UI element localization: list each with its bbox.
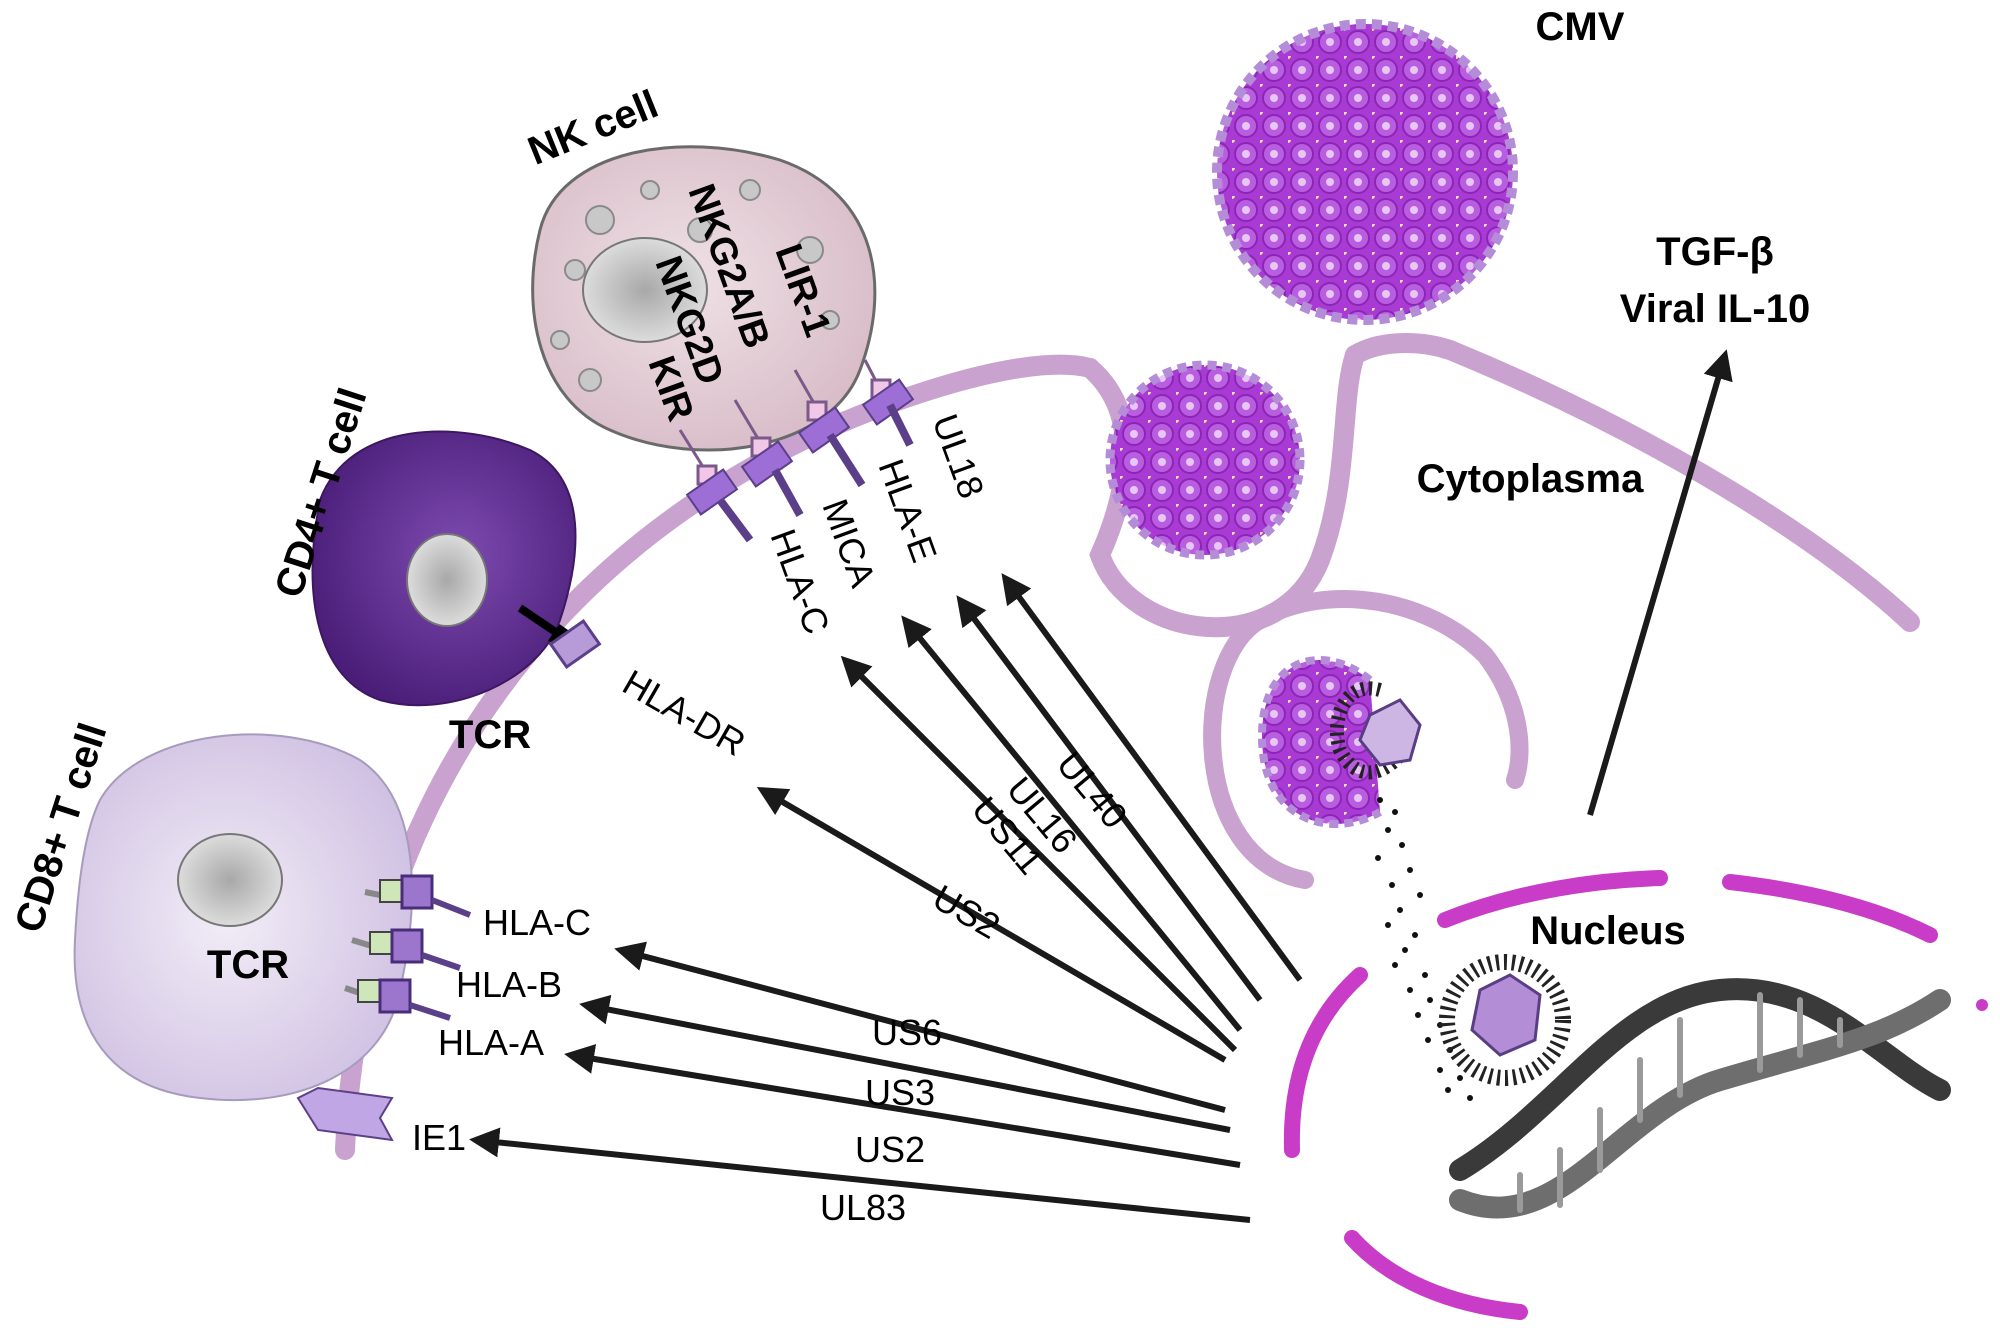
cmv-virion-budding xyxy=(1105,360,1305,560)
ie1-label: IE1 xyxy=(412,1117,466,1158)
cmv-virion-free xyxy=(1212,19,1518,325)
cytoplasm-label: Cytoplasma xyxy=(1417,457,1644,501)
tgf-beta-label: TGF-β xyxy=(1656,230,1774,274)
us2-dr-label: US2 xyxy=(926,876,1007,947)
ie1-marker xyxy=(296,1086,394,1142)
nk-cell xyxy=(531,145,877,452)
endosome-membrane xyxy=(1203,589,1529,889)
hla-dr-label: HLA-DR xyxy=(616,661,753,764)
us6-label: US6 xyxy=(872,1012,942,1053)
nk-receptor-stalks xyxy=(678,359,892,486)
viral-il10-label: Viral IL-10 xyxy=(1620,287,1810,331)
hla-a-label: HLA-A xyxy=(438,1022,544,1063)
cd8-tcr-receptors xyxy=(344,874,472,1021)
ul83-label: UL83 xyxy=(820,1187,906,1228)
tcr-cd4-label: TCR xyxy=(449,713,531,757)
hla-e-label: HLA-E xyxy=(870,454,945,568)
cmv-virion-uncoating xyxy=(1257,656,1422,828)
nk-ligands xyxy=(685,378,915,543)
us3-label: US3 xyxy=(865,1072,935,1113)
ul18-label: UL18 xyxy=(924,409,992,504)
cd8-t-cell xyxy=(73,733,413,1102)
hla-c-label: HLA-C xyxy=(483,902,591,943)
nucleus-label: Nucleus xyxy=(1530,909,1686,953)
cmv-capsid-nucleus xyxy=(1439,954,1571,1086)
hla-b-label: HLA-B xyxy=(456,964,562,1005)
cmv-label: CMV xyxy=(1536,5,1625,49)
mica-label: MICA xyxy=(814,494,883,593)
nuclear-envelope xyxy=(1283,870,1988,1320)
tcr-cd8-label: TCR xyxy=(207,943,289,987)
secretion-arrow xyxy=(1587,349,1733,816)
us2-label: US2 xyxy=(855,1129,925,1170)
cd4-t-cell xyxy=(311,430,602,707)
gene-arrows xyxy=(469,573,1303,1223)
dna-helix-icon xyxy=(1449,978,1951,1219)
